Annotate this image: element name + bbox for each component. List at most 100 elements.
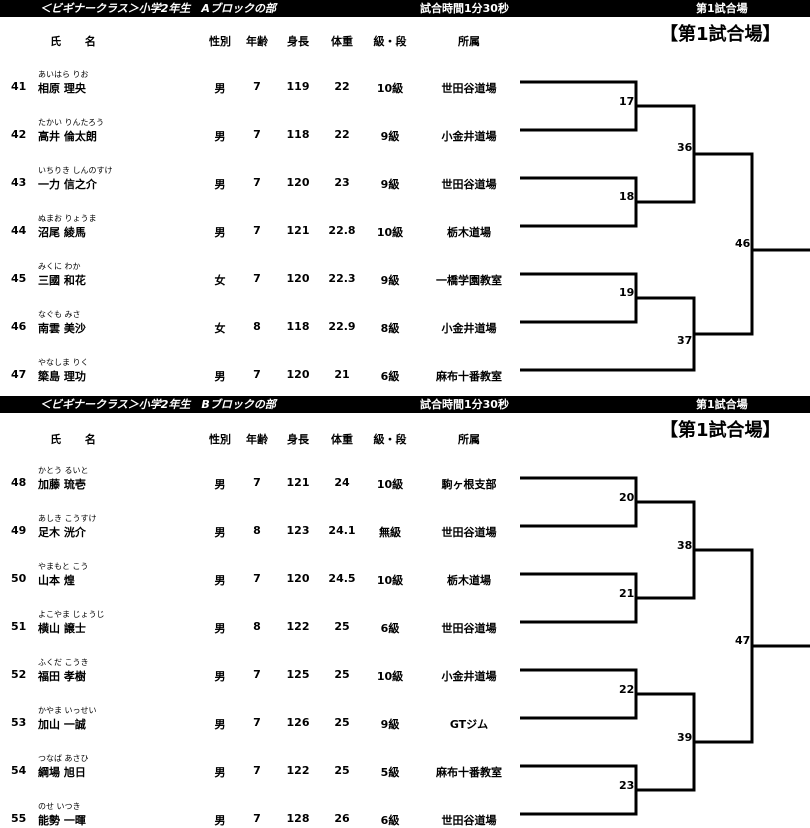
player-name-reading: ふくだ こうき — [38, 658, 89, 667]
player-rank: 6級 — [380, 622, 400, 635]
player-sex: 男 — [214, 130, 226, 143]
player-number: 54 — [11, 764, 27, 777]
player-name-reading: いちりき しんのすけ — [38, 166, 113, 175]
player-height: 120 — [286, 272, 310, 285]
player-age: 7 — [253, 668, 261, 681]
player-name: 能勢 一暉 — [38, 814, 86, 827]
player-name: 高井 倫太朗 — [38, 130, 97, 143]
player-name-reading: ぬまお りょうま — [38, 214, 97, 223]
player-name-reading: あしき こうすけ — [38, 514, 97, 523]
match-number: 19 — [619, 286, 635, 299]
header-affiliation: 所属 — [458, 433, 480, 446]
block-title: ＜ビギナークラス＞小学2年生 Aブロックの部 — [40, 2, 276, 15]
match-number: 21 — [619, 587, 635, 600]
player-age: 7 — [253, 716, 261, 729]
match-number: 46 — [735, 237, 751, 250]
player-name-reading: みくに わか — [38, 262, 81, 271]
block-header-bar: ＜ビギナークラス＞小学2年生 Aブロックの部 試合時間1分30秒 第1試合場 — [0, 0, 810, 17]
player-number: 44 — [11, 224, 27, 237]
player-number: 45 — [11, 272, 27, 285]
header-sex: 性別 — [209, 35, 231, 48]
player-name: 山本 煌 — [38, 574, 75, 587]
player-number: 52 — [11, 668, 27, 681]
player-affiliation: 世田谷道場 — [441, 526, 497, 539]
block-title: ＜ビギナークラス＞小学2年生 Bブロックの部 — [40, 398, 276, 411]
header-name: 氏 名 — [50, 35, 106, 48]
match-time: 試合時間1分30秒 — [420, 2, 509, 15]
venue-label: 第1試合場 — [696, 2, 748, 15]
player-name-reading: つなば あさひ — [38, 754, 89, 763]
player-rank: 6級 — [380, 814, 400, 827]
header-affiliation: 所属 — [458, 35, 480, 48]
player-name: 横山 譲士 — [38, 622, 86, 635]
player-name: 南雲 美沙 — [38, 322, 86, 335]
player-height: 120 — [286, 572, 310, 585]
player-number: 46 — [11, 320, 27, 333]
player-sex: 男 — [214, 370, 226, 383]
player-name: 綱場 旭日 — [38, 766, 86, 779]
player-affiliation: 麻布十番教室 — [436, 766, 502, 779]
player-rank: 9級 — [380, 274, 400, 287]
player-rank: 9級 — [380, 130, 400, 143]
header-height: 身長 — [287, 433, 309, 446]
player-rank: 8級 — [380, 322, 400, 335]
tournament-bracket — [520, 476, 810, 816]
block-b: ＜ビギナークラス＞小学2年生 Bブロックの部 試合時間1分30秒 第1試合場 【… — [0, 396, 810, 827]
player-height: 120 — [286, 176, 310, 189]
player-affiliation: 世田谷道場 — [441, 178, 497, 191]
player-age: 7 — [253, 128, 261, 141]
player-sex: 男 — [214, 766, 226, 779]
player-weight: 26 — [334, 812, 350, 825]
player-name: 三國 和花 — [38, 274, 86, 287]
match-number: 39 — [677, 731, 693, 744]
player-number: 51 — [11, 620, 27, 633]
player-weight: 24.1 — [328, 524, 356, 537]
header-weight: 体重 — [331, 433, 353, 446]
player-number: 47 — [11, 368, 27, 381]
tournament-bracket — [520, 80, 810, 372]
player-sex: 女 — [214, 274, 226, 287]
player-affiliation: 世田谷道場 — [441, 622, 497, 635]
player-name: 相原 理央 — [38, 82, 86, 95]
player-weight: 25 — [334, 716, 350, 729]
player-age: 7 — [253, 764, 261, 777]
player-sex: 男 — [214, 226, 226, 239]
player-name-reading: かやま いっせい — [38, 706, 97, 715]
player-age: 7 — [253, 476, 261, 489]
bracket-line — [694, 152, 754, 336]
player-sex: 男 — [214, 574, 226, 587]
block-a: ＜ビギナークラス＞小学2年生 Aブロックの部 試合時間1分30秒 第1試合場 【… — [0, 0, 810, 395]
header-name: 氏 名 — [50, 433, 106, 446]
player-weight: 22 — [334, 128, 350, 141]
header-age: 年齢 — [246, 35, 268, 48]
player-weight: 22.3 — [328, 272, 356, 285]
player-affiliation: 栃木道場 — [447, 574, 491, 587]
player-weight: 23 — [334, 176, 350, 189]
header-rank: 級・段 — [373, 35, 407, 48]
player-age: 7 — [253, 80, 261, 93]
player-rank: 10級 — [376, 226, 404, 239]
player-age: 8 — [253, 320, 261, 333]
match-number: 20 — [619, 491, 635, 504]
player-sex: 男 — [214, 178, 226, 191]
player-affiliation: 小金井道場 — [441, 130, 497, 143]
player-name-reading: なぐも みさ — [38, 310, 81, 319]
player-height: 122 — [286, 764, 310, 777]
player-age: 8 — [253, 620, 261, 633]
player-height: 118 — [286, 320, 310, 333]
player-height: 125 — [286, 668, 310, 681]
player-sex: 男 — [214, 526, 226, 539]
player-age: 7 — [253, 368, 261, 381]
player-affiliation: 小金井道場 — [441, 322, 497, 335]
player-height: 126 — [286, 716, 310, 729]
player-name: 足木 洸介 — [38, 526, 86, 539]
player-affiliation: 一橋学園教室 — [436, 274, 502, 287]
player-rank: 9級 — [380, 178, 400, 191]
player-number: 55 — [11, 812, 27, 825]
player-sex: 男 — [214, 814, 226, 827]
player-sex: 女 — [214, 322, 226, 335]
player-weight: 24 — [334, 476, 350, 489]
player-number: 49 — [11, 524, 27, 537]
player-rank: 6級 — [380, 370, 400, 383]
player-age: 7 — [253, 176, 261, 189]
